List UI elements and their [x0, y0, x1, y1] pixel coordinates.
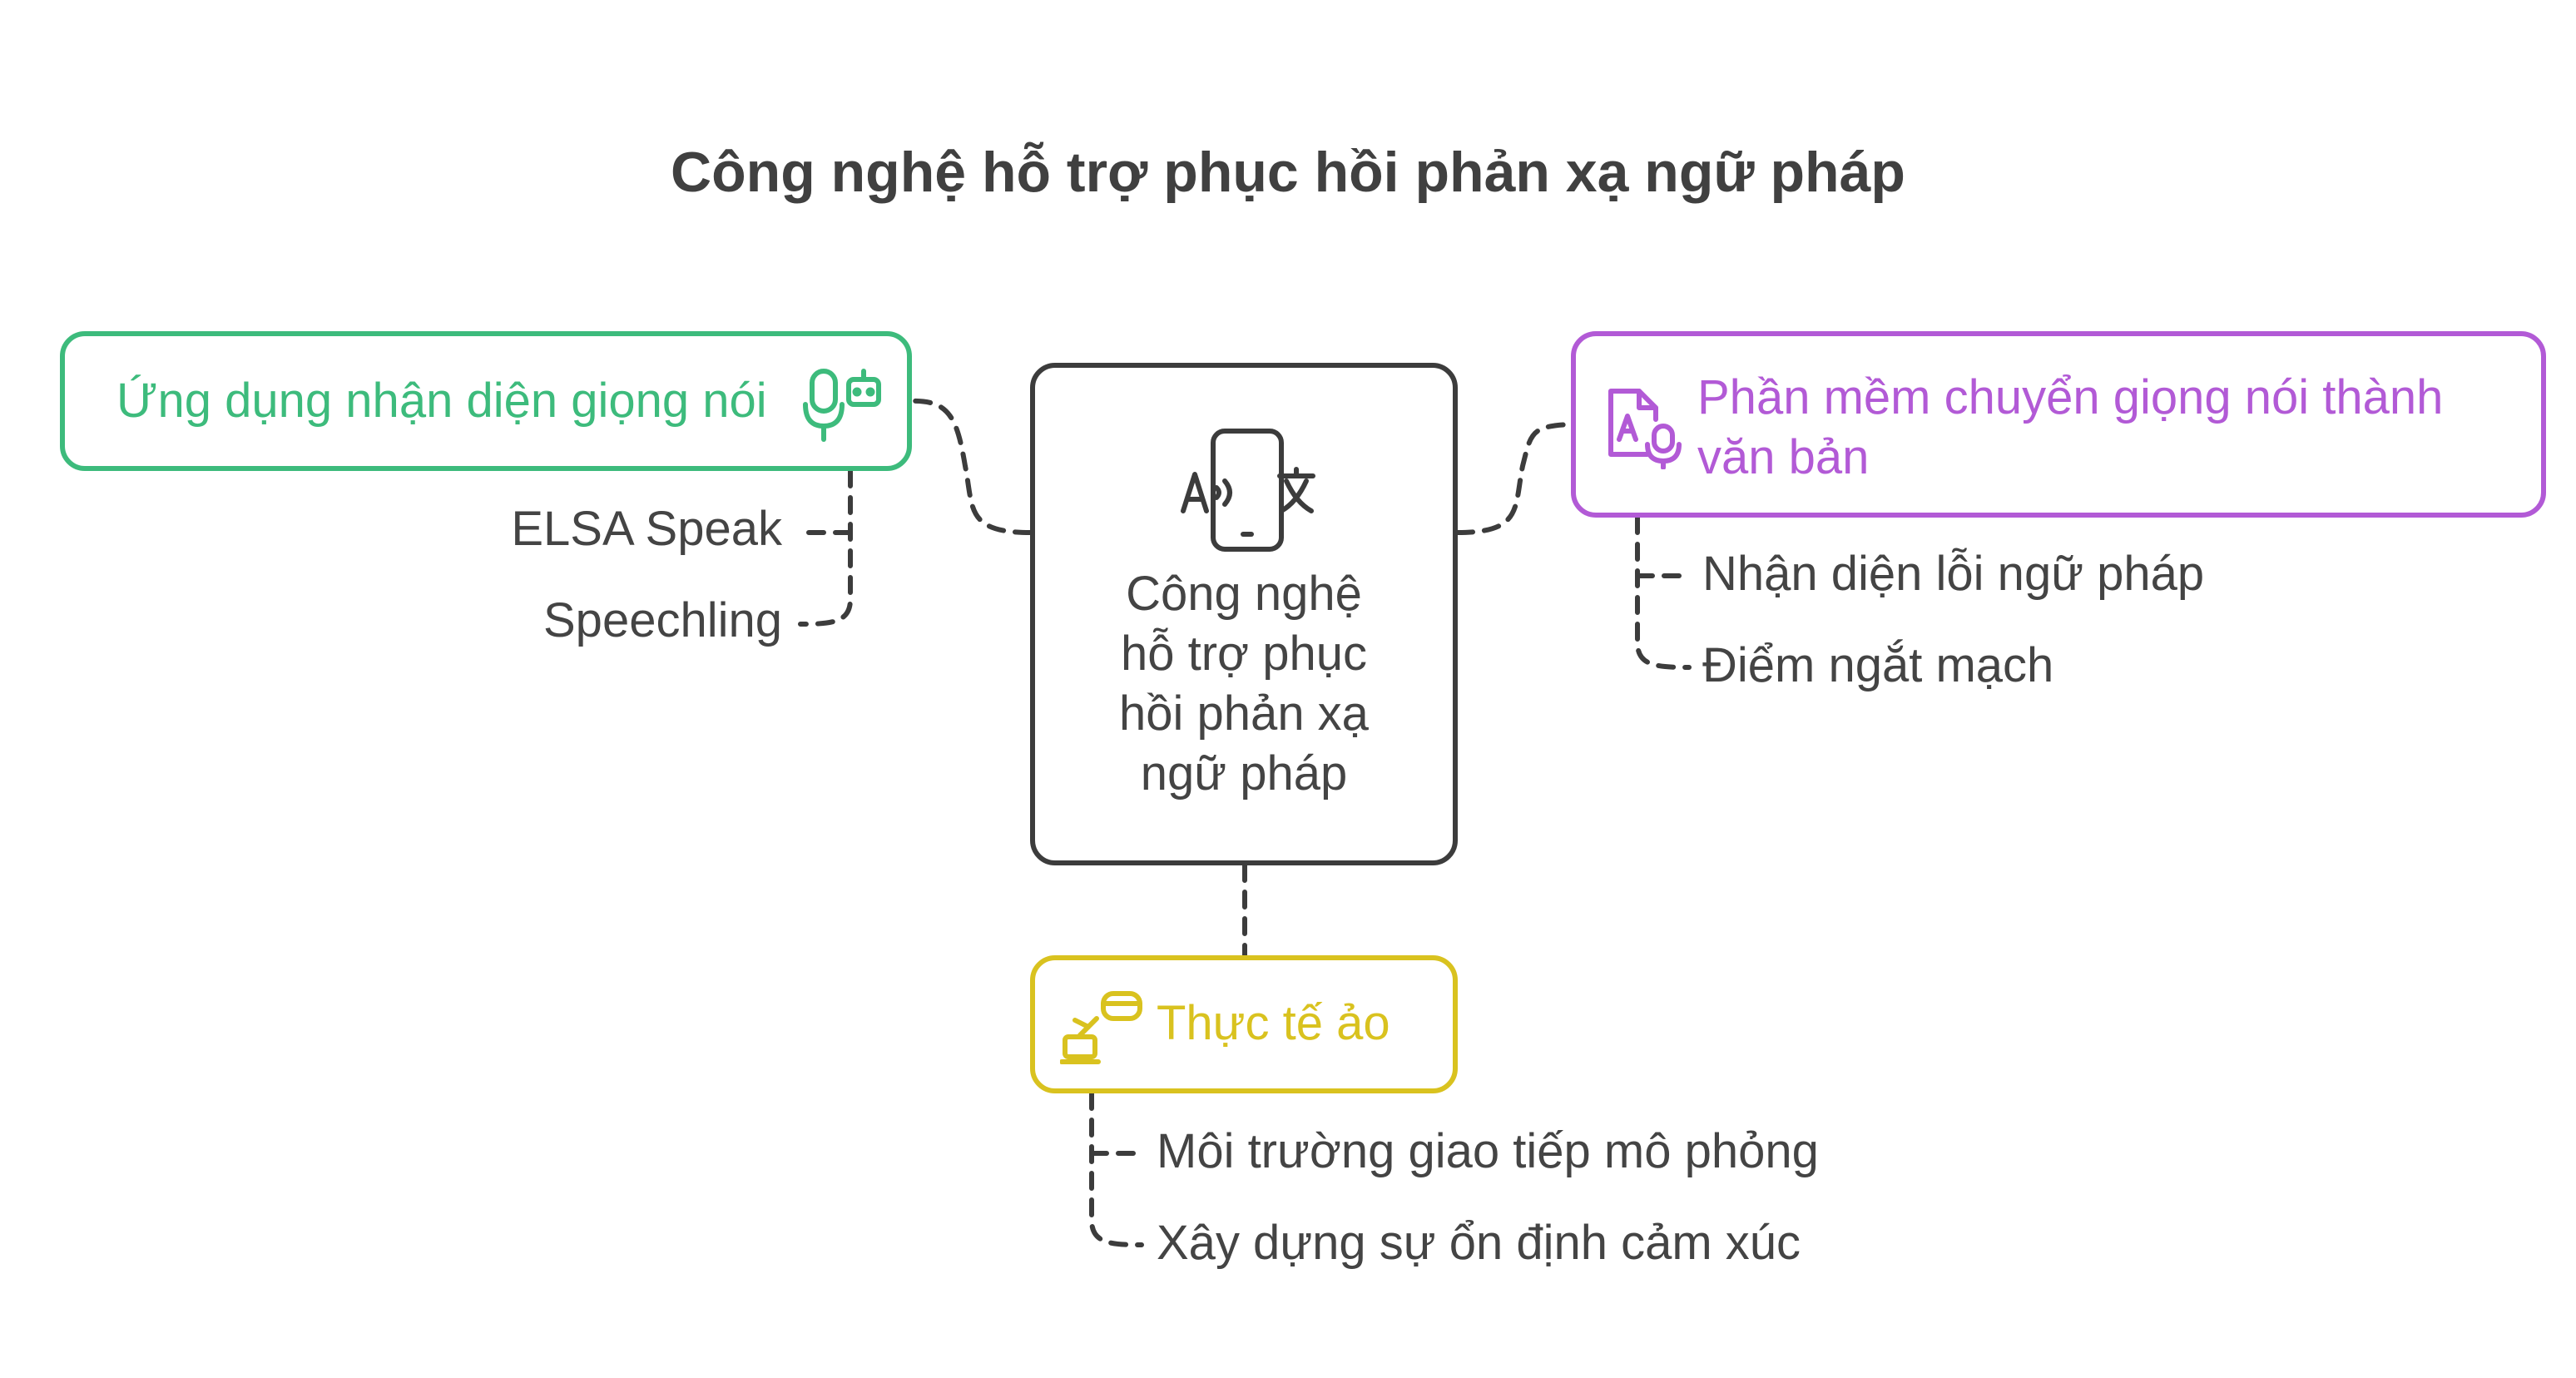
virtual-reality-item-emotional-stability: Xây dựng sự ổn định cảm xúc [1157, 1216, 1801, 1270]
speech-apps-label: Ứng dụng nhận diện giọng nói [116, 374, 767, 428]
connector-speech-to-text-items [1635, 515, 1692, 670]
diagram-title: Công nghệ hỗ trợ phục hồi phản xạ ngữ ph… [671, 141, 1905, 204]
speech-to-text-item-breakpoint: Điểm ngắt mạch [1702, 638, 2054, 692]
virtual-reality-label: Thực tế ảo [1157, 996, 1390, 1050]
speech-apps-node: Ứng dụng nhận diện giọng nói [60, 331, 912, 471]
document-microphone-icon [1608, 389, 1682, 469]
speech-to-text-label-line-2: văn bản [1697, 430, 1870, 484]
center-label-line-3: hồi phản xạ [1119, 687, 1369, 741]
speech-apps-item-speechling: Speechling [543, 593, 782, 647]
microphone-robot-icon [803, 369, 881, 442]
center-label-line-2: hỗ trợ phục [1121, 627, 1367, 681]
connector-center-to-speech-apps [906, 398, 1033, 535]
center-node: Công nghệ hỗ trợ phục hồi phản xạ ngữ ph… [1030, 363, 1458, 865]
phone-translate-icon [1181, 429, 1315, 552]
connector-virtual-reality-items [1089, 1091, 1144, 1247]
virtual-reality-item-simulation: Môi trường giao tiếp mô phỏng [1157, 1124, 1819, 1178]
vr-headset-icon [1060, 991, 1142, 1064]
virtual-reality-node: Thực tế ảo [1030, 955, 1458, 1093]
center-label-line-4: ngữ pháp [1140, 746, 1348, 801]
speech-apps-item-elsa: ELSA Speak [511, 502, 782, 556]
speech-to-text-item-grammar-errors: Nhận diện lỗi ngữ pháp [1702, 547, 2205, 601]
center-label-line-1: Công nghệ [1126, 567, 1362, 621]
speech-to-text-node: Phần mềm chuyển giọng nói thành văn bản [1571, 331, 2546, 518]
speech-to-text-label-line-1: Phần mềm chuyển giọng nói thành [1697, 370, 2444, 424]
connector-center-to-speech-to-text [1455, 422, 1573, 535]
connector-speech-apps-items [798, 468, 853, 627]
